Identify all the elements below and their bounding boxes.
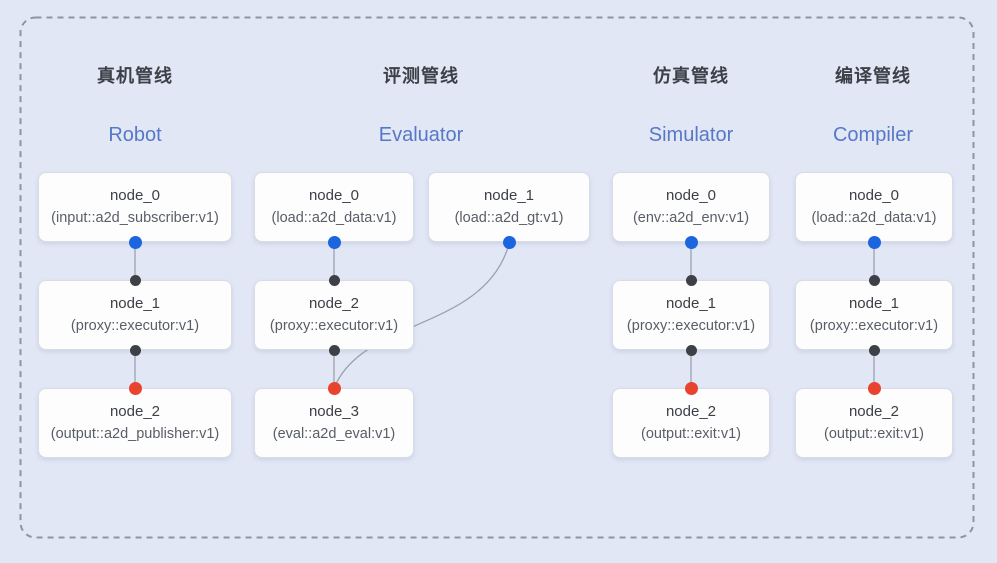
node-type: (load::a2d_gt:v1) [454, 210, 564, 226]
pipeline-header-compiler: 编译管线 Compiler [773, 63, 973, 149]
node-type: (env::a2d_env:v1) [632, 210, 750, 226]
port-dot-red [684, 381, 698, 395]
port-dot-dark [328, 344, 340, 356]
node-name: node_1 [848, 295, 900, 312]
pipeline-subtitle: Compiler [832, 124, 914, 146]
node-type: (proxy::executor:v1) [809, 318, 939, 334]
pipeline-subtitle: Robot [108, 124, 162, 146]
node-box-compiler-node1: node_1 (proxy::executor:v1) [795, 280, 953, 350]
pipeline-title: 编译管线 [835, 66, 911, 86]
node-box-robot-node2: node_2 (output::a2d_publisher:v1) [38, 388, 232, 458]
port-dot-red [327, 381, 341, 395]
node-type: (proxy::executor:v1) [70, 318, 200, 334]
port-dot-blue [128, 235, 142, 249]
node-type: (eval::a2d_eval:v1) [272, 426, 396, 442]
node-name: node_0 [848, 187, 900, 204]
port-dot-dark [685, 344, 697, 356]
node-name: node_3 [308, 403, 360, 420]
port-dot-dark [685, 274, 697, 286]
node-name: node_0 [109, 187, 161, 204]
port-dot-blue [502, 235, 516, 249]
pipeline-subtitle: Evaluator [378, 124, 464, 146]
port-dot-blue [867, 235, 881, 249]
node-box-evaluator-node2: node_2 (proxy::executor:v1) [254, 280, 414, 350]
node-name: node_0 [665, 187, 717, 204]
node-name: node_0 [308, 187, 360, 204]
node-box-simulator-node1: node_1 (proxy::executor:v1) [612, 280, 770, 350]
node-type: (proxy::executor:v1) [626, 318, 756, 334]
pipeline-header-simulator: 仿真管线 Simulator [591, 63, 791, 149]
node-type: (proxy::executor:v1) [269, 318, 399, 334]
port-dot-dark [129, 344, 141, 356]
node-name: node_1 [665, 295, 717, 312]
pipeline-title: 仿真管线 [653, 66, 729, 86]
node-name: node_2 [665, 403, 717, 420]
port-dot-dark [129, 274, 141, 286]
port-dot-dark [328, 274, 340, 286]
node-type: (output::a2d_publisher:v1) [50, 426, 220, 442]
node-name: node_2 [848, 403, 900, 420]
pipeline-title: 真机管线 [97, 66, 173, 86]
port-dot-red [128, 381, 142, 395]
pipeline-subtitle: Simulator [648, 124, 734, 146]
port-dot-red [867, 381, 881, 395]
node-box-simulator-node0: node_0 (env::a2d_env:v1) [612, 172, 770, 242]
port-dot-blue [684, 235, 698, 249]
node-box-simulator-node2: node_2 (output::exit:v1) [612, 388, 770, 458]
node-name: node_2 [308, 295, 360, 312]
node-type: (output::exit:v1) [824, 426, 924, 442]
node-type: (load::a2d_data:v1) [811, 210, 937, 226]
node-box-robot-node0: node_0 (input::a2d_subscriber:v1) [38, 172, 232, 242]
dashed-frame [19, 16, 975, 539]
port-dot-dark [868, 274, 880, 286]
node-type: (output::exit:v1) [641, 426, 741, 442]
port-dot-dark [868, 344, 880, 356]
edge-curve-gt-to-eval [334, 243, 510, 387]
pipeline-title: 评测管线 [383, 66, 459, 86]
node-box-evaluator-node3: node_3 (eval::a2d_eval:v1) [254, 388, 414, 458]
port-dot-blue [327, 235, 341, 249]
node-box-robot-node1: node_1 (proxy::executor:v1) [38, 280, 232, 350]
node-box-evaluator-node0: node_0 (load::a2d_data:v1) [254, 172, 414, 242]
node-type: (load::a2d_data:v1) [271, 210, 397, 226]
node-type: (input::a2d_subscriber:v1) [51, 210, 219, 226]
node-name: node_1 [483, 187, 535, 204]
node-box-compiler-node2: node_2 (output::exit:v1) [795, 388, 953, 458]
node-box-compiler-node0: node_0 (load::a2d_data:v1) [795, 172, 953, 242]
pipeline-header-robot: 真机管线 Robot [35, 63, 235, 149]
node-name: node_1 [109, 295, 161, 312]
node-name: node_2 [109, 403, 161, 420]
node-box-evaluator-node1: node_1 (load::a2d_gt:v1) [428, 172, 590, 242]
pipeline-header-evaluator: 评测管线 Evaluator [321, 63, 521, 149]
